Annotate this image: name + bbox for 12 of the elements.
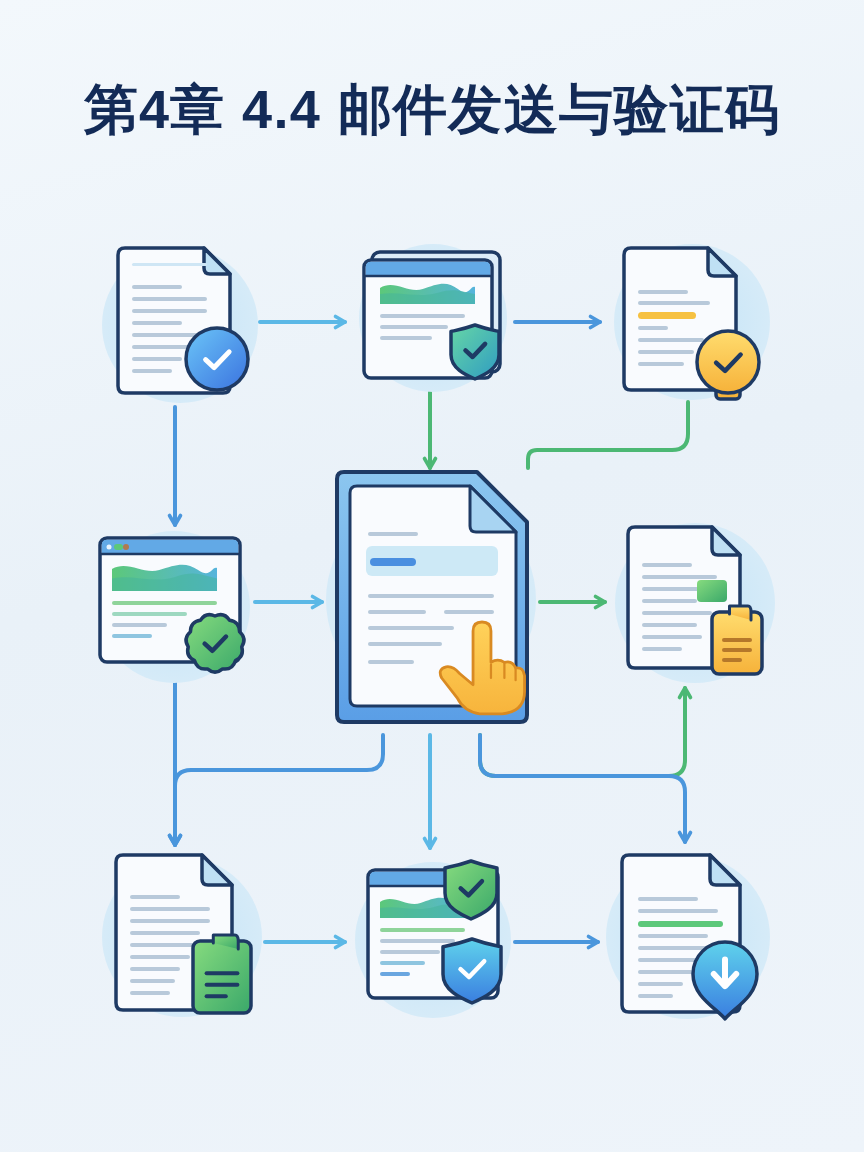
arrow xyxy=(263,934,347,950)
arrow xyxy=(258,314,347,330)
arrow xyxy=(253,594,324,610)
arrow xyxy=(513,314,602,330)
arrow xyxy=(167,405,183,527)
arrow xyxy=(538,594,607,610)
arrow xyxy=(167,733,385,847)
arrow xyxy=(422,733,438,850)
title: 第4章 4.4 邮件发送与验证码 xyxy=(83,78,781,141)
arrow xyxy=(513,934,600,950)
arrow xyxy=(478,733,693,844)
arrow xyxy=(422,390,438,470)
